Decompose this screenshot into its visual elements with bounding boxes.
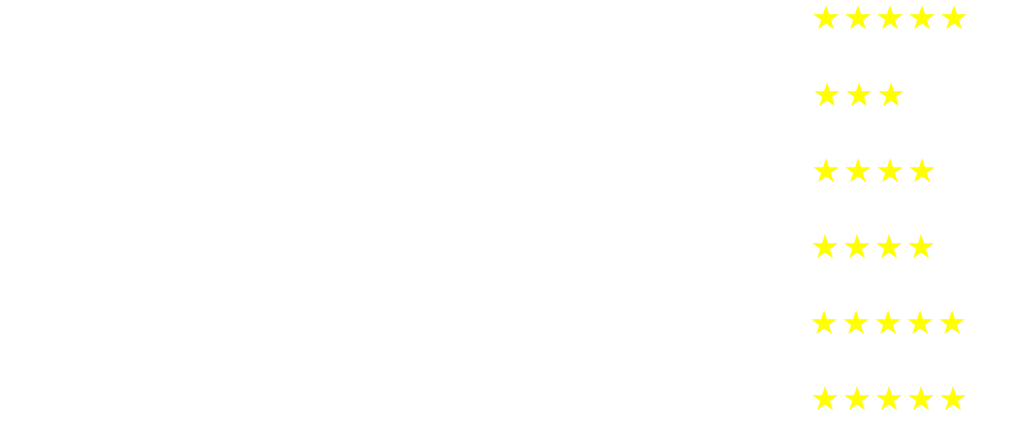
star-icon: ★ bbox=[906, 379, 936, 418]
star-icon: ★ bbox=[811, 151, 841, 190]
star-icon: ★ bbox=[907, 151, 937, 190]
star-icon: ★ bbox=[810, 379, 840, 418]
star-icon: ★ bbox=[841, 303, 871, 342]
star-icon: ★ bbox=[809, 303, 839, 342]
star-icon: ★ bbox=[812, 75, 842, 114]
star-rating: ★★★★ bbox=[809, 229, 937, 265]
star-icon: ★ bbox=[810, 227, 840, 266]
star-icon: ★ bbox=[905, 303, 935, 342]
star-icon: ★ bbox=[939, 0, 969, 37]
star-icon: ★ bbox=[875, 0, 905, 37]
star-rating: ★★★★★ bbox=[810, 0, 970, 36]
star-icon: ★ bbox=[842, 227, 872, 266]
star-icon: ★ bbox=[875, 151, 905, 190]
star-rating: ★★★ bbox=[811, 77, 907, 113]
star-icon: ★ bbox=[811, 0, 841, 37]
star-icon: ★ bbox=[937, 303, 967, 342]
star-icon: ★ bbox=[874, 227, 904, 266]
star-icon: ★ bbox=[873, 303, 903, 342]
rating-list: ★★★★★ ★★★ ★★★★ ★★★★ ★★★★★ ★★★★★ bbox=[808, 0, 1008, 447]
star-icon: ★ bbox=[843, 151, 873, 190]
star-icon: ★ bbox=[874, 379, 904, 418]
star-icon: ★ bbox=[842, 379, 872, 418]
star-rating: ★★★★ bbox=[810, 153, 938, 189]
star-icon: ★ bbox=[938, 379, 968, 418]
star-rating: ★★★★★ bbox=[809, 381, 969, 417]
star-rating: ★★★★★ bbox=[808, 305, 968, 341]
star-icon: ★ bbox=[844, 75, 874, 114]
star-icon: ★ bbox=[906, 227, 936, 266]
star-icon: ★ bbox=[843, 0, 873, 37]
star-icon: ★ bbox=[907, 0, 937, 37]
star-icon: ★ bbox=[876, 75, 906, 114]
